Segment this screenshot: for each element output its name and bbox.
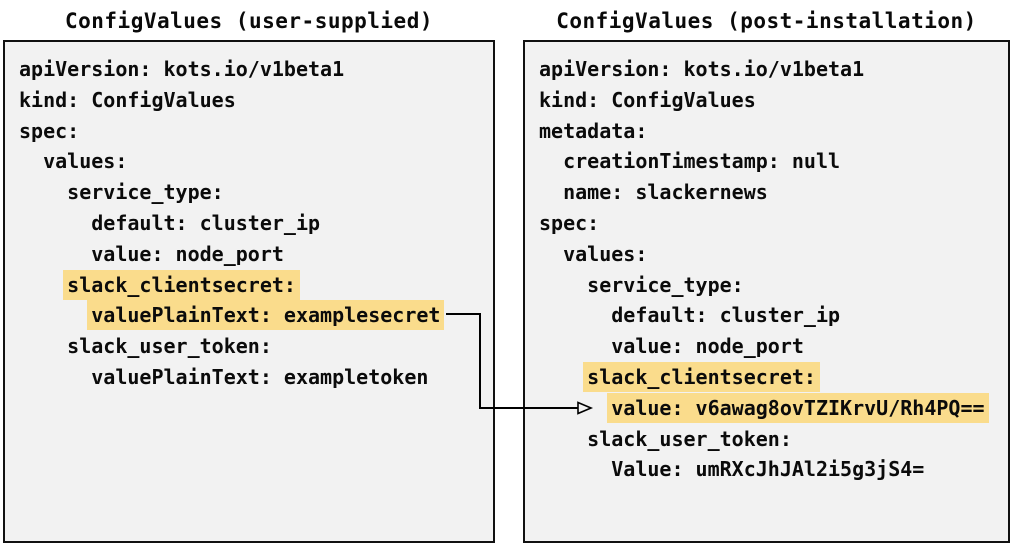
yaml-line: value: node_port xyxy=(19,239,483,270)
yaml-line: spec: xyxy=(539,208,998,239)
yaml-text: value: node_port xyxy=(91,241,284,266)
yaml-text: apiVersion: kots.io/v1beta1 xyxy=(19,57,345,81)
yaml-line: kind: ConfigValues xyxy=(539,85,998,116)
config-box-post-installation: apiVersion: kots.io/v1beta1 kind: ConfigV… xyxy=(523,40,1010,543)
yaml-line: value: node_port xyxy=(539,331,998,362)
yaml-text: kind: ConfigValues xyxy=(19,87,236,112)
yaml-text-highlighted: value: v6awag8ovTZIKrvU/Rh4PQ== xyxy=(607,392,989,423)
yaml-line: apiVersion: kots.io/v1beta1 xyxy=(19,54,483,85)
yaml-line: slack_user_token: xyxy=(19,331,483,362)
yaml-line: slack_user_token: xyxy=(539,424,998,455)
yaml-indent xyxy=(539,149,563,173)
yaml-line: value: v6awag8ovTZIKrvU/Rh4PQ== xyxy=(539,392,998,424)
yaml-text: default: cluster_ip xyxy=(611,303,841,328)
yaml-indent xyxy=(19,365,91,389)
yaml-indent xyxy=(539,242,563,266)
yaml-indent xyxy=(19,149,43,173)
yaml-line: valuePlainText: exampletoken xyxy=(19,362,483,393)
yaml-line: kind: ConfigValues xyxy=(19,85,483,116)
yaml-text: Value: umRXcJhJAl2i5g3jS4= xyxy=(611,457,925,482)
yaml-indent xyxy=(539,180,563,204)
yaml-text: kind: ConfigValues xyxy=(539,87,756,112)
yaml-text: values: xyxy=(43,149,128,174)
yaml-text: spec: xyxy=(19,118,80,143)
yaml-text-highlighted: slack_clientsecret: xyxy=(583,361,820,392)
yaml-line: default: cluster_ip xyxy=(539,300,998,331)
yaml-line: creationTimestamp: null xyxy=(539,146,998,177)
yaml-indent xyxy=(539,427,587,451)
yaml-line: default: cluster_ip xyxy=(19,208,483,239)
yaml-line: spec: xyxy=(19,116,483,147)
yaml-text: valuePlainText: exampletoken xyxy=(91,364,429,389)
yaml-text: default: cluster_ip xyxy=(91,210,321,235)
yaml-indent xyxy=(539,365,587,389)
yaml-text: apiVersion: kots.io/v1beta1 xyxy=(539,57,865,81)
yaml-text: slack_user_token: xyxy=(587,426,792,451)
yaml-line: values: xyxy=(19,146,483,177)
left-panel-title: ConfigValues (user-supplied) xyxy=(64,9,433,33)
yaml-text: creationTimestamp: null xyxy=(563,149,841,174)
yaml-indent xyxy=(19,303,91,327)
yaml-text: service_type: xyxy=(587,272,744,297)
config-box-user-supplied: apiVersion: kots.io/v1beta1 kind: ConfigV… xyxy=(3,40,495,543)
yaml-text: name: slackernews xyxy=(563,180,768,205)
yaml-indent xyxy=(539,396,611,420)
yaml-line: slack_clientsecret: xyxy=(19,269,483,301)
yaml-indent xyxy=(539,303,611,327)
yaml-indent xyxy=(539,457,611,481)
yaml-text: values: xyxy=(563,241,648,266)
yaml-indent xyxy=(539,273,587,297)
yaml-line: valuePlainText: examplesecret xyxy=(19,300,483,331)
yaml-line: values: xyxy=(539,239,998,270)
right-panel-title: ConfigValues (post-installation) xyxy=(556,9,977,33)
yaml-indent xyxy=(19,180,67,204)
yaml-text: slack_user_token: xyxy=(67,334,272,359)
yaml-line: name: slackernews xyxy=(539,177,998,208)
yaml-indent xyxy=(19,273,67,297)
yaml-line: Value: umRXcJhJAl2i5g3jS4= xyxy=(539,454,998,485)
yaml-line: metadata: xyxy=(539,116,998,147)
yaml-indent xyxy=(19,211,91,235)
yaml-line: slack_clientsecret: xyxy=(539,361,998,393)
yaml-text-highlighted: valuePlainText: examplesecret xyxy=(87,300,445,331)
yaml-text: value: node_port xyxy=(611,334,804,359)
yaml-text: spec: xyxy=(539,210,600,235)
yaml-line: apiVersion: kots.io/v1beta1 xyxy=(539,54,998,85)
yaml-indent xyxy=(19,242,91,266)
yaml-line: service_type: xyxy=(539,270,998,301)
yaml-indent xyxy=(539,334,611,358)
yaml-text-highlighted: slack_clientsecret: xyxy=(63,269,300,300)
yaml-indent xyxy=(19,334,67,358)
yaml-line: service_type: xyxy=(19,177,483,208)
yaml-text: metadata: xyxy=(539,118,648,143)
yaml-text: service_type: xyxy=(67,180,224,205)
